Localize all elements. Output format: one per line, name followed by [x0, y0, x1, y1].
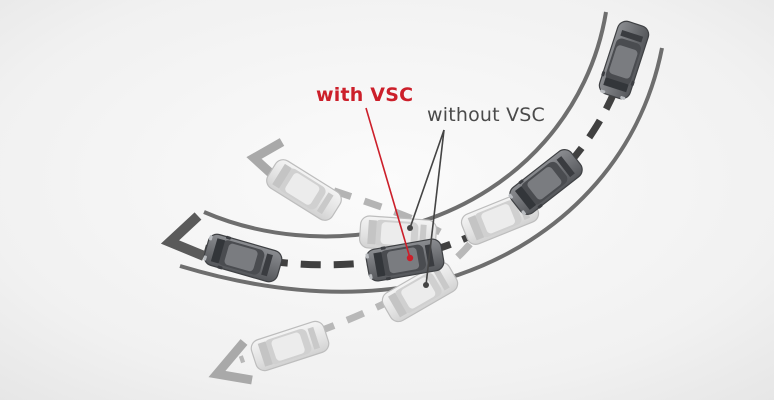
callout-dot-with-vsc [406, 254, 414, 262]
arrow-head-icon [208, 339, 253, 385]
ghost-path-lower [238, 241, 473, 364]
callout-line-with-vsc [365, 107, 411, 259]
arrow-head-icon [160, 212, 206, 261]
label-with-vsc: with VSC [316, 84, 414, 106]
label-without-vsc: without VSC [427, 104, 545, 126]
callout-dot-without-vsc [407, 225, 413, 231]
callout-line-without-vsc-a [425, 129, 445, 286]
callout-dot-without-vsc [423, 282, 429, 288]
road-inner-edge [179, 47, 664, 294]
arrow-head-icon [246, 138, 285, 182]
callout-line-without-vsc-b [409, 129, 445, 229]
